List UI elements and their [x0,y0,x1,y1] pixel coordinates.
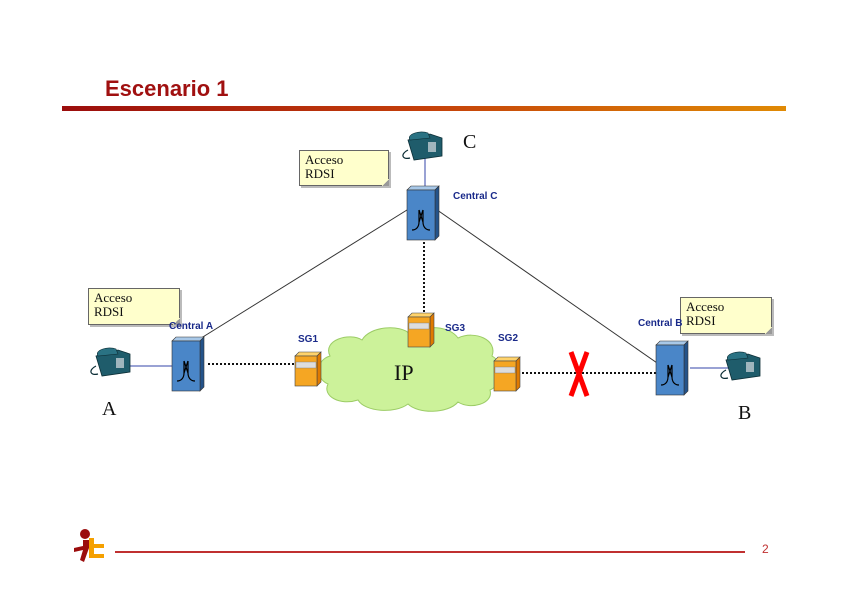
access-note-b: Acceso RDSI [680,297,772,334]
ip-cloud [318,327,502,412]
ip-network-label: IP [394,360,414,385]
central-b-label: Central B [638,318,683,329]
access-note-b-line2: RDSI [686,313,716,328]
title-underline [62,106,786,111]
access-note-c-line2: RDSI [305,166,335,181]
access-note-c: Acceso RDSI [299,150,389,186]
sg1-label: SG1 [298,334,319,345]
link-central-a-central-c [197,204,416,341]
sg3-gateway [407,312,435,348]
access-note-c-line1: Acceso [305,152,344,167]
sg1-gateway [294,351,322,387]
endpoint-c-label: C [463,131,477,153]
sg2-label: SG2 [498,333,519,344]
phone-a-icon [90,347,131,377]
central-a-switch [171,336,205,392]
sg3-label: SG3 [445,323,466,334]
sg2-gateway [493,356,521,392]
endpoint-a-label: A [102,398,117,420]
access-note-a-line2: RDSI [94,304,124,319]
access-note-a: Acceso RDSI [88,288,180,325]
access-note-a-line1: Acceso [94,290,133,305]
phone-b-icon [720,351,761,381]
endpoint-b-label: B [738,402,752,424]
page-number: 2 [762,542,769,556]
link-central-c-central-b [429,204,661,366]
phone-c-icon [402,131,443,161]
central-a-label: Central A [169,321,214,332]
slide-title: Escenario 1 [105,76,229,101]
central-c-label: Central C [453,191,498,202]
footer-divider [115,551,745,553]
link-failure-x-icon [568,351,590,397]
central-c-switch [406,185,440,241]
access-note-b-line1: Acceso [686,299,725,314]
logo-icon [74,529,104,562]
central-b-switch [655,340,689,396]
